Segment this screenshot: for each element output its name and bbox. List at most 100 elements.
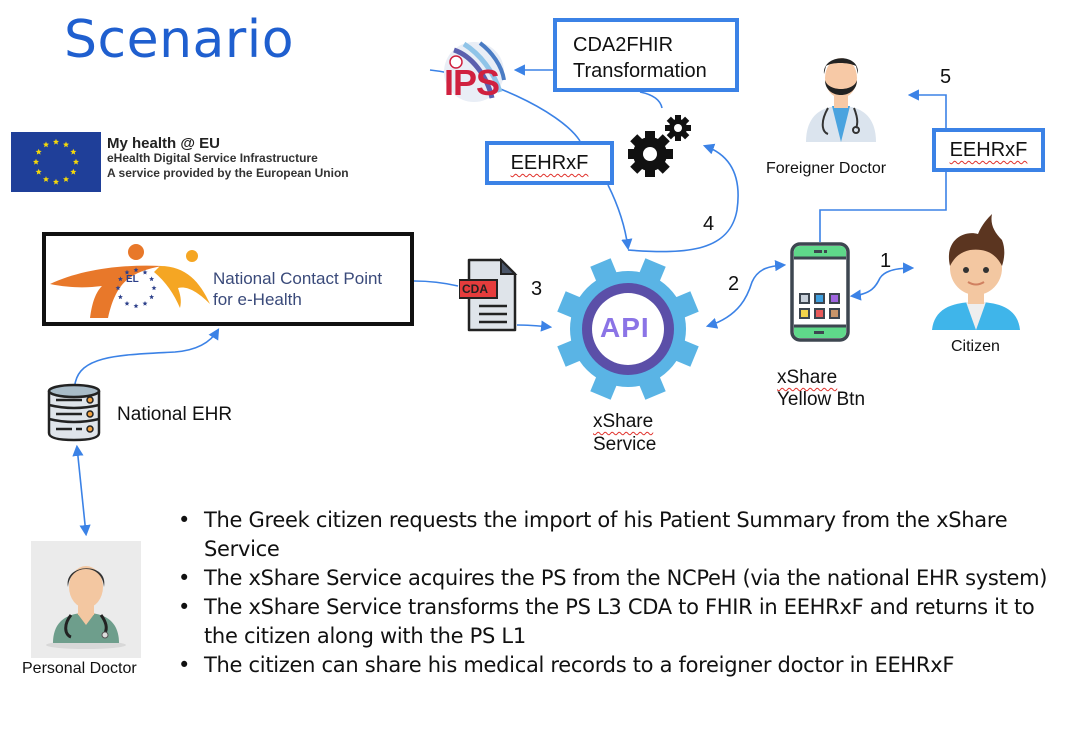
smartphone-icon (790, 242, 850, 342)
xshare-api-gear: API (555, 256, 701, 402)
arrow-step2-api-app (705, 260, 787, 329)
star-icon (63, 141, 69, 148)
star-icon (53, 178, 59, 185)
arrow-step1-app-citizen (849, 262, 915, 301)
star-icon (63, 176, 69, 182)
gear-tooth (637, 258, 666, 286)
eehrxf-box-right: EEHRxF (932, 128, 1045, 172)
star-icon (133, 303, 139, 309)
star-icon (33, 158, 39, 165)
ncp-line1: National Contact Point (213, 269, 383, 288)
ncp-text: National Contact Point for e-Health (213, 268, 382, 310)
bullet-item: The xShare Service transforms the PS L3 … (178, 593, 1058, 651)
xshare-service-label: xShare Service (593, 410, 656, 456)
citizen-icon (932, 214, 1020, 330)
page-title: Scenario (64, 10, 295, 70)
star-icon (117, 294, 123, 300)
eu-stars-icon (33, 138, 79, 185)
personal-doctor-label: Personal Doctor (22, 660, 137, 677)
citizen-avatar (930, 210, 1022, 332)
arrow-step4-api-to-gears (627, 143, 739, 253)
star-icon (142, 269, 148, 275)
arrow-step5-to-foreigner-doctor (907, 89, 947, 128)
star-icon (43, 141, 49, 148)
cda2fhir-transformation-box: CDA2FHIR Transformation (553, 18, 739, 92)
star-icon (149, 294, 155, 300)
star-icon (35, 168, 42, 175)
api-label: API (600, 312, 650, 343)
database-icon (47, 383, 101, 442)
xshare-app-phone[interactable] (790, 242, 850, 342)
star-icon (151, 285, 157, 291)
scenario-description: The Greek citizen requests the import of… (178, 506, 1058, 680)
arrow-ehr-personal-doctor (72, 444, 91, 537)
doctor-icon (806, 58, 876, 142)
star-icon (35, 148, 42, 155)
star-icon (117, 276, 123, 282)
cda-document-icon: CDA (458, 257, 519, 334)
gear-tooth (590, 258, 619, 286)
eu-flag-logo (11, 132, 101, 192)
star-icon (142, 301, 148, 306)
ncp-line2: for e-Health (213, 290, 302, 309)
national-ehr-database (46, 383, 102, 443)
connector-app-to-eehrxf (819, 172, 947, 242)
gear-tooth (671, 338, 699, 367)
gear-tooth (557, 291, 585, 320)
step-5-label: 5 (940, 66, 952, 88)
xshare-app-label: xShare Yellow Btn (777, 367, 865, 411)
citizen-label: Citizen (951, 338, 1000, 355)
eehrxf-box-left: EEHRxF (485, 141, 614, 185)
personal-doctor-avatar (31, 541, 141, 658)
star-icon (149, 276, 155, 282)
star-icon (53, 138, 59, 145)
ncp-el-badge: EL (126, 274, 139, 285)
bullet-item: The xShare Service acquires the PS from … (178, 564, 1058, 593)
step-3-label: 3 (531, 278, 543, 300)
bullet-item: The citizen can share his medical record… (178, 651, 1058, 680)
star-icon (70, 148, 77, 155)
bullet-text: The xShare Service acquires the PS from … (204, 566, 1048, 590)
gear-tooth (590, 372, 619, 400)
star-icon (70, 168, 77, 175)
eu-banner-text: My health @ EU eHealth Digital Service I… (107, 136, 349, 181)
xshare-service-line1: xShare (593, 411, 654, 432)
star-icon (115, 285, 121, 291)
scenario-bullet-list: The Greek citizen requests the import of… (178, 506, 1058, 680)
xshare-app-line2: Yellow Btn (777, 389, 866, 410)
bullet-text: The xShare Service transforms the PS L3 … (204, 595, 1035, 648)
personal-doctor-icon (46, 566, 126, 649)
cda-badge: CDA (462, 282, 488, 296)
arrow-step3-cda-to-api (516, 320, 553, 332)
step-1-label: 1 (880, 250, 892, 272)
ips-label: IPS (444, 62, 500, 103)
step-2-label: 2 (728, 273, 740, 295)
arrow-ehr-to-ncp (74, 328, 220, 385)
bullet-text: The Greek citizen requests the import of… (204, 508, 1008, 561)
cda2fhir-label: CDA2FHIR (573, 34, 674, 56)
connector-ncp-to-cda (413, 280, 459, 287)
ips-logo: IPS (432, 36, 516, 108)
eehrxf-right-label: EEHRxF (949, 139, 1028, 161)
arrow-eehrxf-to-api (607, 184, 633, 251)
eu-banner-title: My health @ EU (107, 135, 220, 152)
foreigner-doctor-avatar (800, 42, 882, 144)
star-icon (124, 269, 130, 275)
eu-banner-tagline: A service provided by the European Union (107, 166, 349, 180)
eehrxf-left-label: EEHRxF (510, 152, 589, 174)
star-icon (124, 301, 130, 306)
gear-tooth (671, 291, 699, 320)
foreigner-doctor-label: Foreigner Doctor (766, 160, 887, 177)
star-icon (43, 176, 49, 182)
national-ehr-label: National EHR (117, 404, 233, 425)
gear-tooth (637, 372, 666, 400)
xshare-app-line1: xShare (777, 367, 838, 388)
xshare-service-line2: Service (593, 434, 657, 455)
bullet-item: The Greek citizen requests the import of… (178, 506, 1058, 564)
step-4-label: 4 (703, 213, 715, 235)
gear-tooth (557, 338, 585, 367)
star-icon (73, 158, 79, 165)
transformation-label: Transformation (573, 60, 707, 82)
eu-banner-subtitle: eHealth Digital Service Infrastructure (107, 151, 318, 165)
